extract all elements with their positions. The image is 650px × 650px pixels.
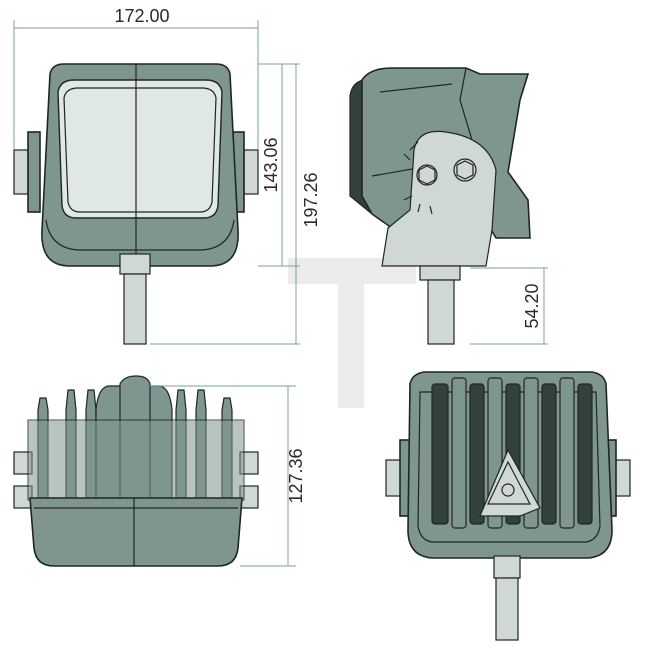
- side-nut-right: [456, 160, 474, 180]
- side-view: 54.20: [349, 67, 548, 345]
- total-height-label: 197.26: [301, 172, 321, 227]
- width-label: 172.00: [114, 6, 169, 26]
- rear-stem: [495, 577, 519, 641]
- front-bolt-head: [119, 253, 151, 275]
- top-housing: [29, 497, 243, 567]
- depth-label: 127.36: [286, 448, 306, 503]
- rear-view: [385, 371, 631, 641]
- front-stem: [123, 273, 147, 345]
- left-mount-block: [13, 149, 29, 195]
- watermark-t: [288, 258, 416, 408]
- front-view: 172.00 143.06 197.26: [13, 6, 321, 345]
- side-bolt-head: [419, 265, 461, 281]
- lens-height-label: 143.06: [261, 137, 281, 192]
- rear-bolt-head: [493, 555, 521, 579]
- bracket-height-label: 54.20: [522, 283, 542, 328]
- side-nut-left: [418, 165, 436, 185]
- rear-triangle-bracket: [479, 448, 541, 517]
- side-stem: [427, 279, 455, 345]
- front-lens: [57, 79, 223, 219]
- right-mount-block: [243, 149, 259, 195]
- top-view: 127.36: [13, 375, 306, 567]
